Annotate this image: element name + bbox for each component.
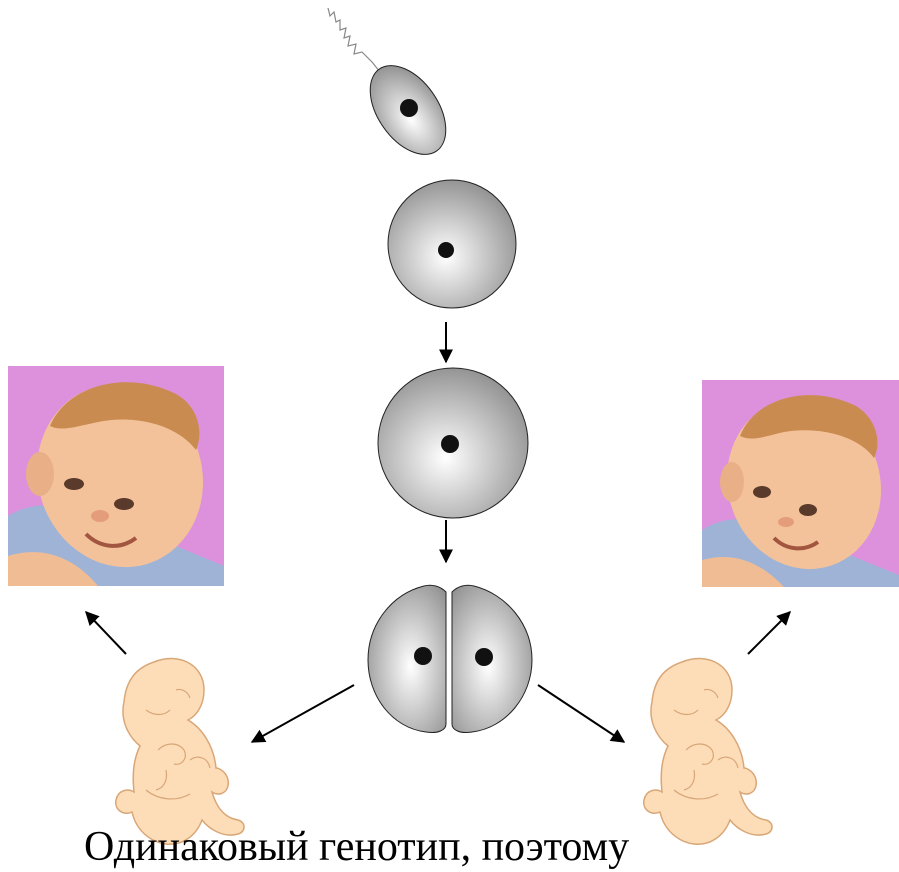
baby-face-photo	[702, 380, 899, 587]
fetus-icon	[116, 658, 244, 844]
arrow-right-fetus-to-photo	[748, 612, 790, 654]
zygote-icon	[378, 368, 528, 518]
arrow-to-left-fetus	[252, 685, 354, 742]
arrow-left-fetus-to-photo	[86, 612, 126, 654]
caption: Одинаковый генотип, поэтому	[84, 826, 629, 868]
egg-cell-icon	[388, 180, 516, 308]
baby-face-photo	[8, 366, 224, 586]
sperm-tail	[328, 8, 380, 72]
fetus-icon	[644, 658, 772, 844]
two-cell-embryo-icon	[368, 585, 532, 732]
arrow-to-right-fetus	[538, 685, 624, 742]
sperm-icon	[355, 52, 462, 168]
